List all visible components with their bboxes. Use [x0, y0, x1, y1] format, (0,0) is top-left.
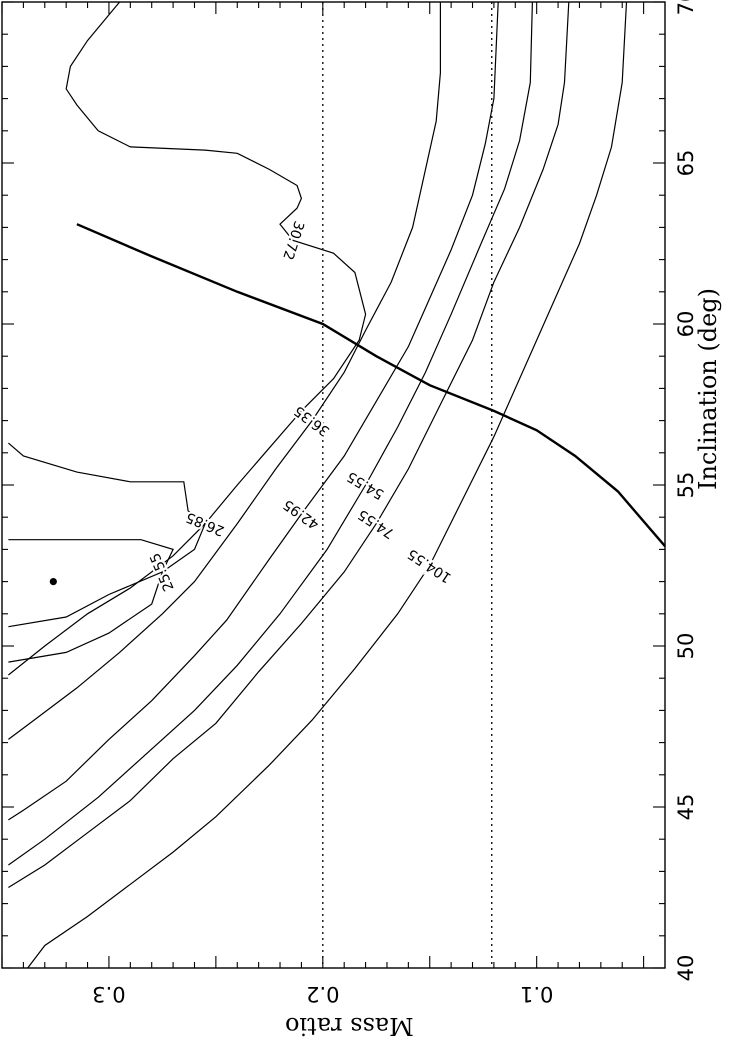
y-tick-label: 65 — [674, 150, 698, 177]
axes-layer: 40 45 50 55 60 65 70 0.3 0.2 0.1 — [1, 0, 698, 1006]
constraint-curve-layer — [49, 223, 666, 586]
contour-line-74.55 — [8, 1, 570, 889]
contours-layer — [8, 1, 628, 969]
y-tick-label: 50 — [674, 633, 698, 660]
contour-label-36.35: 36.35 — [291, 402, 333, 439]
y-tick-label: 60 — [674, 311, 698, 338]
contour-label-54.55: 54.55 — [344, 468, 387, 502]
contour-label-26.85: 26.85 — [184, 509, 227, 539]
contour-line-104.55 — [27, 1, 628, 969]
contour-line-36.35 — [8, 2, 441, 740]
x-tick-label: 0.3 — [92, 982, 125, 1006]
plot-frame — [1, 1, 666, 969]
contour-line-54.55 — [8, 1, 533, 866]
x-axis-label: Mass ratio — [285, 1012, 414, 1040]
y-tick-label: 55 — [674, 472, 698, 499]
contour-line-42.95 — [8, 1, 499, 821]
x-tick-label: 0.2 — [306, 982, 339, 1006]
y-tick-label: 70 — [674, 0, 698, 15]
reference-lines-layer — [322, 2, 493, 968]
contour-label-74.55: 74.55 — [355, 506, 397, 542]
best-fit-point — [49, 578, 57, 586]
contour-line-25.55 — [8, 539, 174, 628]
y-tick-label: 45 — [674, 794, 698, 821]
contour-label-30.72: 30.72 — [279, 219, 306, 262]
x-tick-label: 0.1 — [520, 982, 553, 1006]
y-tick-label: 40 — [674, 955, 698, 982]
contour-line-30.72 — [8, 1, 367, 676]
constraint-curve — [76, 223, 666, 547]
y-axis-label: Inclination (deg) — [694, 287, 722, 490]
contour-label-104.55: 104.55 — [405, 545, 455, 585]
contour-label-42.95: 42.95 — [280, 496, 322, 532]
